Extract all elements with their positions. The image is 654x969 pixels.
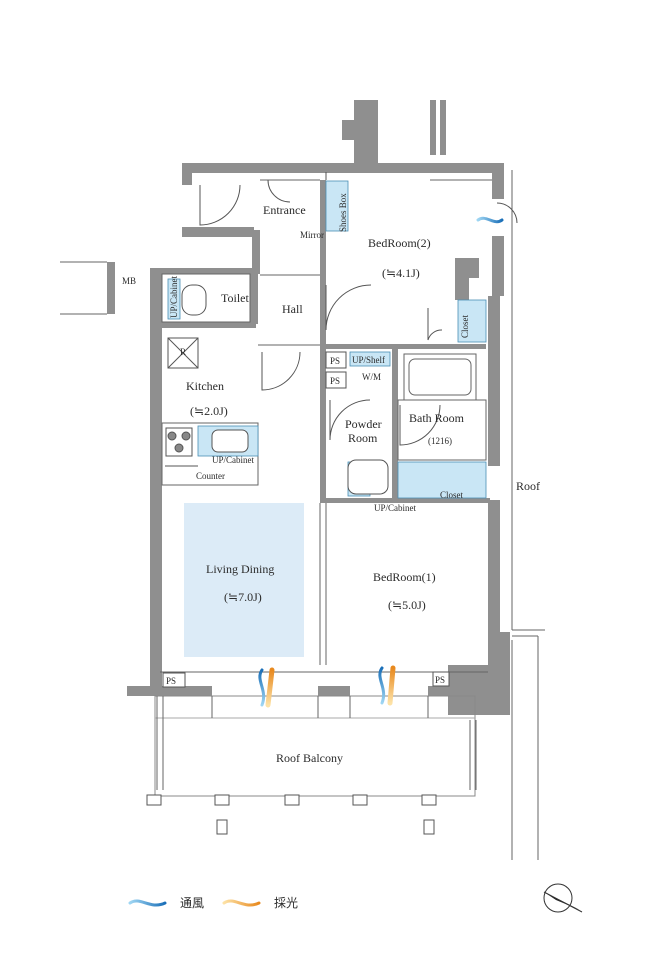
label-bedroom2-size: (≒4.1J)	[382, 266, 420, 280]
label-kitchen: Kitchen	[186, 379, 224, 393]
label-entrance: Entrance	[263, 203, 306, 217]
balcony-posts	[146, 794, 437, 835]
label-bedroom2: BedRoom(2)	[368, 236, 431, 250]
label-bedroom1-size: (≒5.0J)	[388, 598, 426, 612]
ventilation-swatch	[128, 899, 167, 907]
label-r-mark: R	[180, 347, 186, 357]
label-ps1: PS	[330, 356, 340, 366]
label-ps3: PS	[166, 676, 176, 686]
label-ps2: PS	[330, 376, 340, 386]
living-dining-area	[184, 503, 304, 657]
fixtures	[162, 284, 450, 688]
label-kitchen-cabinet: UP/Cabinet	[212, 455, 254, 465]
label-toilet-cabinet: UP/Cabinet	[169, 276, 179, 318]
compass-icon	[543, 883, 583, 913]
daylight-swatch	[222, 899, 261, 907]
legend-daylight-label: 採光	[274, 896, 298, 910]
label-counter: Counter	[196, 471, 225, 481]
label-wm: W/M	[362, 372, 381, 382]
label-shoes-box: Shoes Box	[338, 193, 348, 232]
label-closet-bed1: Closet	[440, 490, 464, 500]
label-living-size: (≒7.0J)	[224, 590, 262, 604]
room-labels: Entrance Shoes Box Mirror BedRoom(2) (≒4…	[122, 193, 540, 765]
label-powder-room-2: Room	[348, 431, 378, 445]
walls	[107, 100, 510, 715]
label-ps4: PS	[435, 675, 445, 685]
label-bath-room: Bath Room	[409, 411, 465, 425]
label-bath-size: (1216)	[428, 436, 452, 446]
label-powder-cabinet: UP/Cabinet	[374, 503, 416, 513]
label-toilet: Toilet	[221, 291, 249, 305]
label-bedroom1: BedRoom(1)	[373, 570, 436, 584]
label-roof: Roof	[516, 479, 540, 493]
label-kitchen-size: (≒2.0J)	[190, 404, 228, 418]
label-roof-balcony: Roof Balcony	[276, 751, 343, 765]
label-powder-room-1: Powder	[345, 417, 382, 431]
label-hall: Hall	[282, 302, 303, 316]
label-mb: MB	[122, 276, 136, 286]
label-up-shelf: UP/Shelf	[352, 355, 385, 365]
storage-units	[167, 180, 487, 499]
label-living-dining: Living Dining	[206, 562, 274, 576]
legend-ventilation-label: 通風	[180, 896, 204, 910]
legend-swatches	[128, 899, 261, 907]
label-mirror: Mirror	[300, 230, 324, 240]
label-closet-bed2: Closet	[460, 314, 470, 338]
airflow-arrows	[258, 205, 504, 708]
door-swings	[199, 172, 518, 446]
